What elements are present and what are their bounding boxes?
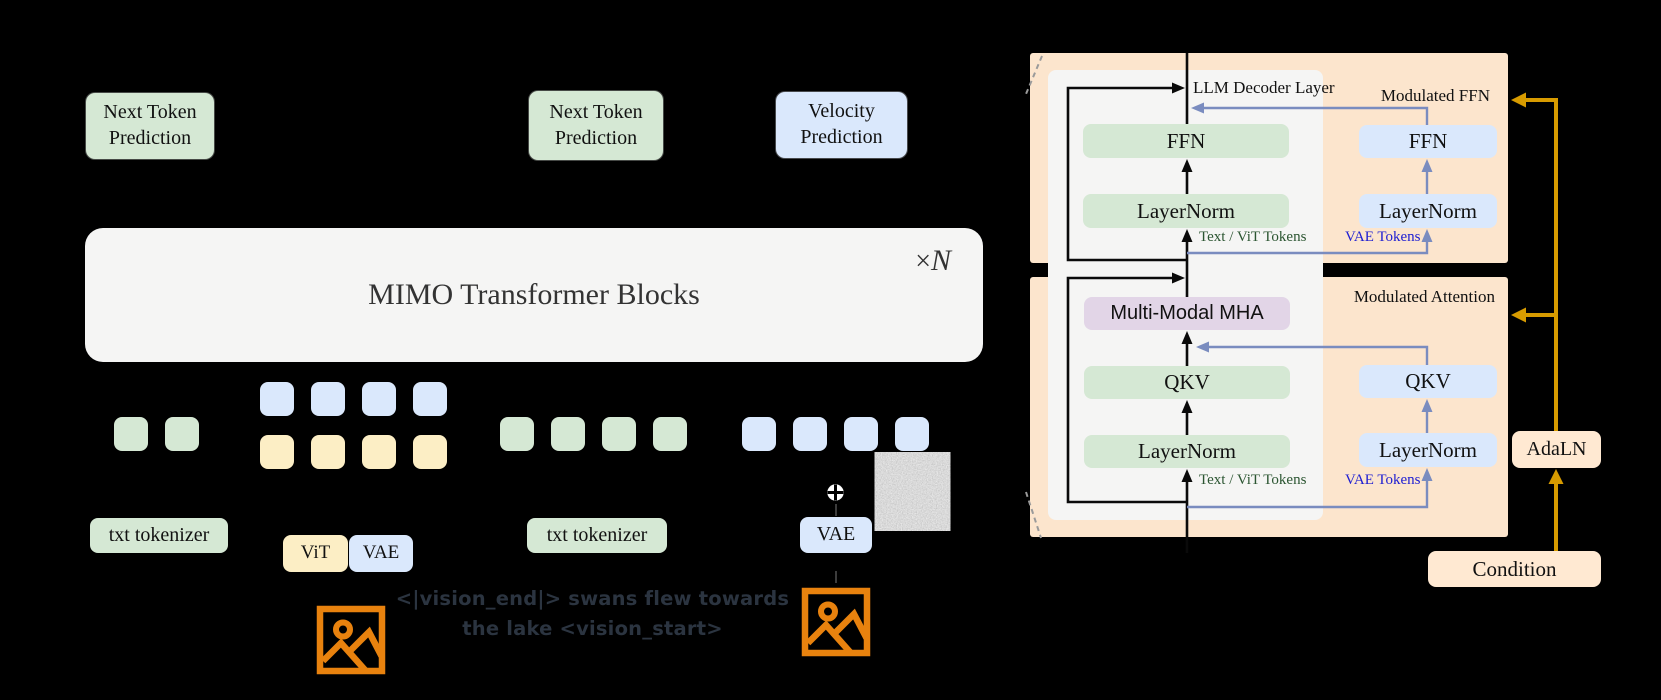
green-token [653, 417, 687, 451]
txt-tokenizer-box-2: txt tokenizer [527, 518, 667, 553]
n-symbol: N [930, 244, 951, 277]
adaln-label: AdaLN [1526, 437, 1587, 460]
yellow-token [413, 435, 447, 469]
velocity-prediction-label: Velocity Prediction [800, 100, 883, 148]
yellow-token [260, 435, 294, 469]
green-token [551, 417, 585, 451]
qkv-box-green: QKV [1084, 366, 1290, 399]
green-token [165, 417, 199, 451]
velocity-prediction-box: Velocity Prediction [775, 91, 908, 159]
text-token-group-1 [114, 417, 199, 451]
layernorm-blue-label-1: LayerNorm [1379, 198, 1477, 223]
ffn-green-label: FFN [1166, 128, 1206, 153]
generation-image-token-group [742, 417, 929, 451]
mimo-title: MIMO Transformer Blocks [368, 277, 700, 311]
vae-label-1: VAE [362, 542, 400, 564]
vit-box: ViT [283, 535, 348, 572]
text-vit-tokens-label-2: Text / ViT Tokens [1199, 472, 1307, 488]
token-row [114, 417, 199, 451]
vae-box-2: VAE [800, 517, 872, 553]
layernorm-green-label-2: LayerNorm [1138, 439, 1236, 464]
yellow-token [311, 435, 345, 469]
vae-tokens-label-1: VAE Tokens [1345, 229, 1421, 245]
qkv-box-blue: QKV [1359, 365, 1497, 398]
blue-token [844, 417, 878, 451]
vae-label-2: VAE [816, 523, 856, 546]
token-row [500, 417, 687, 451]
input-image-icon [316, 605, 386, 675]
output-image-icon [801, 587, 871, 657]
next-token-prediction-label-2: Next Token Prediction [549, 100, 643, 149]
caption-line-2: the lake <vision_start> [462, 617, 723, 640]
layernorm-box-green-2: LayerNorm [1084, 435, 1290, 468]
ffn-box-blue: FFN [1359, 125, 1497, 158]
caption-text: <|vision_end|> swans flew towards the la… [380, 584, 805, 644]
condition-box: Condition [1428, 551, 1601, 587]
vit-label: ViT [300, 542, 331, 564]
adaln-box: AdaLN [1512, 431, 1601, 468]
text-token-group-2 [500, 417, 687, 451]
condition-lines [1526, 98, 1558, 551]
llm-decoder-layer-label: LLM Decoder Layer [1193, 78, 1335, 97]
vae-box-1: VAE [349, 535, 413, 572]
txt-tokenizer-label-2: txt tokenizer [546, 523, 648, 546]
next-token-prediction-box-2: Next Token Prediction [528, 90, 664, 161]
next-token-prediction-box-1: Next Token Prediction [85, 92, 215, 160]
times-sign: × [915, 246, 931, 277]
blue-token [793, 417, 827, 451]
noise-image [878, 456, 947, 527]
green-token [500, 417, 534, 451]
txt-tokenizer-box-1: txt tokenizer [90, 518, 228, 553]
next-token-prediction-label-1: Next Token Prediction [103, 101, 197, 149]
qkv-green-label: QKV [1164, 370, 1210, 395]
token-row [260, 382, 447, 416]
blue-token [413, 382, 447, 416]
condition-label: Condition [1472, 556, 1557, 581]
txt-tokenizer-label-1: txt tokenizer [108, 523, 210, 546]
blue-token [895, 417, 929, 451]
blue-token [311, 382, 345, 416]
ffn-box-green: FFN [1083, 124, 1289, 158]
repeat-n-label: ×N [915, 242, 951, 280]
layernorm-box-green-1: LayerNorm [1083, 194, 1289, 228]
green-token [602, 417, 636, 451]
multi-modal-mha-label: Multi-Modal MHA [1110, 301, 1264, 324]
modulated-ffn-title: Modulated FFN [1380, 86, 1490, 105]
caption-line-1: <|vision_end|> swans flew towards [395, 587, 790, 610]
understanding-image-token-group [260, 382, 447, 469]
layernorm-blue-label-2: LayerNorm [1379, 437, 1477, 462]
token-row [742, 417, 929, 451]
yellow-token [362, 435, 396, 469]
green-token [114, 417, 148, 451]
layernorm-box-blue-2: LayerNorm [1359, 433, 1497, 467]
ffn-blue-label: FFN [1408, 129, 1448, 154]
plus-circle-icon [827, 484, 844, 501]
vae-tokens-label-2: VAE Tokens [1345, 472, 1421, 488]
blue-token [362, 382, 396, 416]
blue-token [260, 382, 294, 416]
qkv-blue-label: QKV [1405, 369, 1451, 394]
layernorm-box-blue-1: LayerNorm [1359, 194, 1497, 228]
layernorm-green-label-1: LayerNorm [1137, 198, 1235, 223]
text-vit-tokens-label-1: Text / ViT Tokens [1199, 229, 1307, 245]
condition-arrowheads [1511, 92, 1564, 484]
blue-token [742, 417, 776, 451]
mimo-transformer-box: MIMO Transformer Blocks ×N [85, 228, 983, 362]
multi-modal-mha-box: Multi-Modal MHA [1084, 297, 1290, 330]
token-row [260, 435, 447, 469]
modulated-attention-title: Modulated Attention [1353, 287, 1495, 306]
